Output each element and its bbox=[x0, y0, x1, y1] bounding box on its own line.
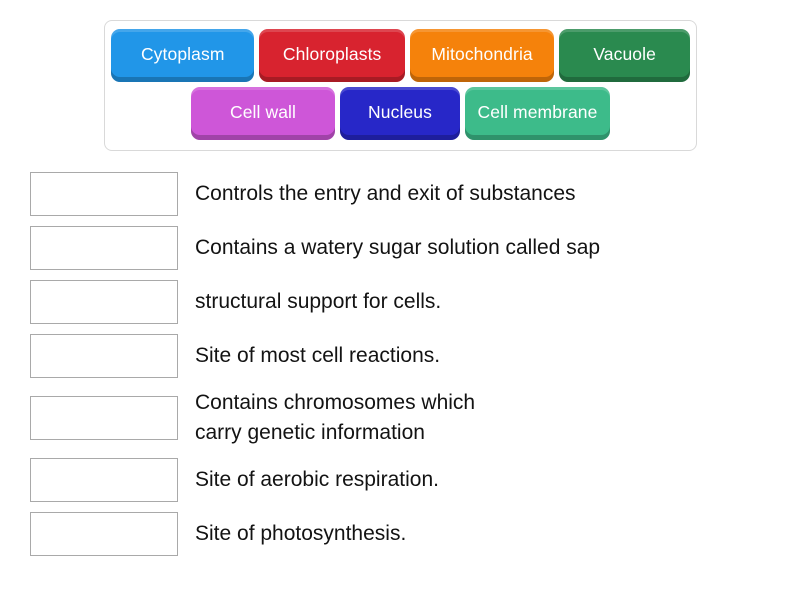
word-bank-row-2: Cell wall Nucleus Cell membrane bbox=[111, 87, 690, 140]
question-row: structural support for cells. bbox=[30, 280, 770, 324]
drop-box-7[interactable] bbox=[30, 512, 178, 556]
question-row: Contains a watery sugar solution called … bbox=[30, 226, 770, 270]
drop-box-3[interactable] bbox=[30, 280, 178, 324]
question-row: Contains chromosomes which carry genetic… bbox=[30, 388, 770, 448]
drop-box-6[interactable] bbox=[30, 458, 178, 502]
drop-box-1[interactable] bbox=[30, 172, 178, 216]
word-bank-panel: Cytoplasm Chloroplasts Mitochondria Vacu… bbox=[104, 20, 697, 151]
tile-label: Chloroplasts bbox=[282, 43, 382, 64]
word-bank-row-1: Cytoplasm Chloroplasts Mitochondria Vacu… bbox=[111, 29, 690, 82]
drop-box-2[interactable] bbox=[30, 226, 178, 270]
tile-chloroplasts[interactable]: Chloroplasts bbox=[259, 29, 405, 82]
tile-label: Cell membrane bbox=[477, 101, 598, 122]
question-text-5: Contains chromosomes which carry genetic… bbox=[195, 391, 476, 444]
tile-label: Vacuole bbox=[593, 43, 656, 64]
tile-cell-wall[interactable]: Cell wall bbox=[191, 87, 335, 140]
question-row: Site of aerobic respiration. bbox=[30, 458, 770, 502]
tile-vacuole[interactable]: Vacuole bbox=[559, 29, 690, 82]
question-row: Controls the entry and exit of substance… bbox=[30, 172, 770, 216]
question-text-1: Controls the entry and exit of substance… bbox=[195, 182, 576, 205]
question-text-7: Site of photosynthesis. bbox=[195, 522, 407, 545]
tile-mitochondria[interactable]: Mitochondria bbox=[409, 29, 555, 82]
tile-cytoplasm[interactable]: Cytoplasm bbox=[111, 29, 255, 82]
drop-box-4[interactable] bbox=[30, 334, 178, 378]
tile-label: Cytoplasm bbox=[140, 43, 225, 64]
tile-label: Mitochondria bbox=[431, 43, 533, 64]
tile-cell-membrane[interactable]: Cell membrane bbox=[465, 87, 610, 140]
question-text-2: Contains a watery sugar solution called … bbox=[195, 236, 601, 259]
question-row: Site of photosynthesis. bbox=[30, 512, 770, 556]
question-text-4: Site of most cell reactions. bbox=[195, 344, 441, 367]
question-text-3: structural support for cells. bbox=[195, 290, 442, 313]
question-list: Controls the entry and exit of substance… bbox=[30, 172, 770, 556]
tile-label: Nucleus bbox=[368, 101, 432, 122]
question-row: Site of most cell reactions. bbox=[30, 334, 770, 378]
tile-nucleus[interactable]: Nucleus bbox=[340, 87, 460, 140]
question-text-6: Site of aerobic respiration. bbox=[195, 468, 439, 491]
tile-label: Cell wall bbox=[229, 101, 297, 122]
drop-box-5[interactable] bbox=[30, 396, 178, 440]
